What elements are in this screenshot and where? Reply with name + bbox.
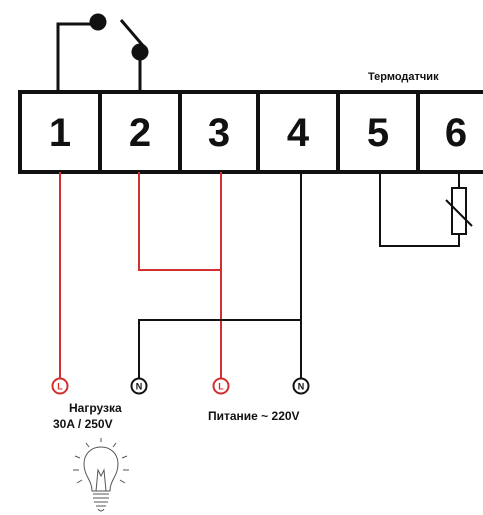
terminal-number-6: 6 bbox=[445, 111, 467, 155]
node-n-load: N bbox=[130, 377, 148, 395]
terminal-block-body bbox=[18, 90, 483, 174]
node-ring-1 bbox=[130, 377, 148, 395]
relay-switch-blade bbox=[119, 19, 147, 49]
wires bbox=[59, 172, 302, 378]
load-label: Нагрузка bbox=[69, 401, 122, 415]
node-l-power: L bbox=[212, 377, 230, 395]
node-ring-3 bbox=[292, 377, 310, 395]
relay-contact-dot-fixed bbox=[89, 13, 107, 31]
terminal-number-1: 1 bbox=[49, 111, 71, 155]
node-ring-0 bbox=[51, 377, 69, 395]
relay-wire-left bbox=[56, 22, 97, 92]
svg-text:L: L bbox=[57, 382, 63, 392]
terminal-number-5: 5 bbox=[367, 111, 389, 155]
terminal-block: 1 2 3 4 5 6 bbox=[18, 90, 483, 174]
thermo-sensor bbox=[379, 172, 473, 247]
sensor-wire bbox=[379, 172, 460, 247]
svg-text:L: L bbox=[218, 382, 224, 392]
wire-jumper-2-3 bbox=[138, 172, 221, 271]
sensor-label: Термодатчик bbox=[368, 71, 439, 83]
power-label: Питание ~ 220V bbox=[208, 409, 300, 423]
svg-text:N: N bbox=[136, 382, 143, 392]
terminal-number-3: 3 bbox=[208, 111, 230, 155]
wire-neutral-bridge bbox=[138, 319, 301, 378]
node-ring-2 bbox=[212, 377, 230, 395]
thermistor-icon bbox=[451, 187, 467, 235]
lightbulb-icon bbox=[73, 438, 129, 512]
load-rating: 30A / 250V bbox=[53, 417, 113, 431]
thermistor-slash bbox=[445, 199, 473, 227]
terminal-number-2: 2 bbox=[129, 111, 151, 155]
node-l-load: L bbox=[51, 377, 69, 395]
svg-text:N: N bbox=[298, 382, 305, 392]
terminal-number-4: 4 bbox=[287, 111, 310, 155]
relay-contact bbox=[56, 13, 149, 92]
node-n-power: N bbox=[292, 377, 310, 395]
